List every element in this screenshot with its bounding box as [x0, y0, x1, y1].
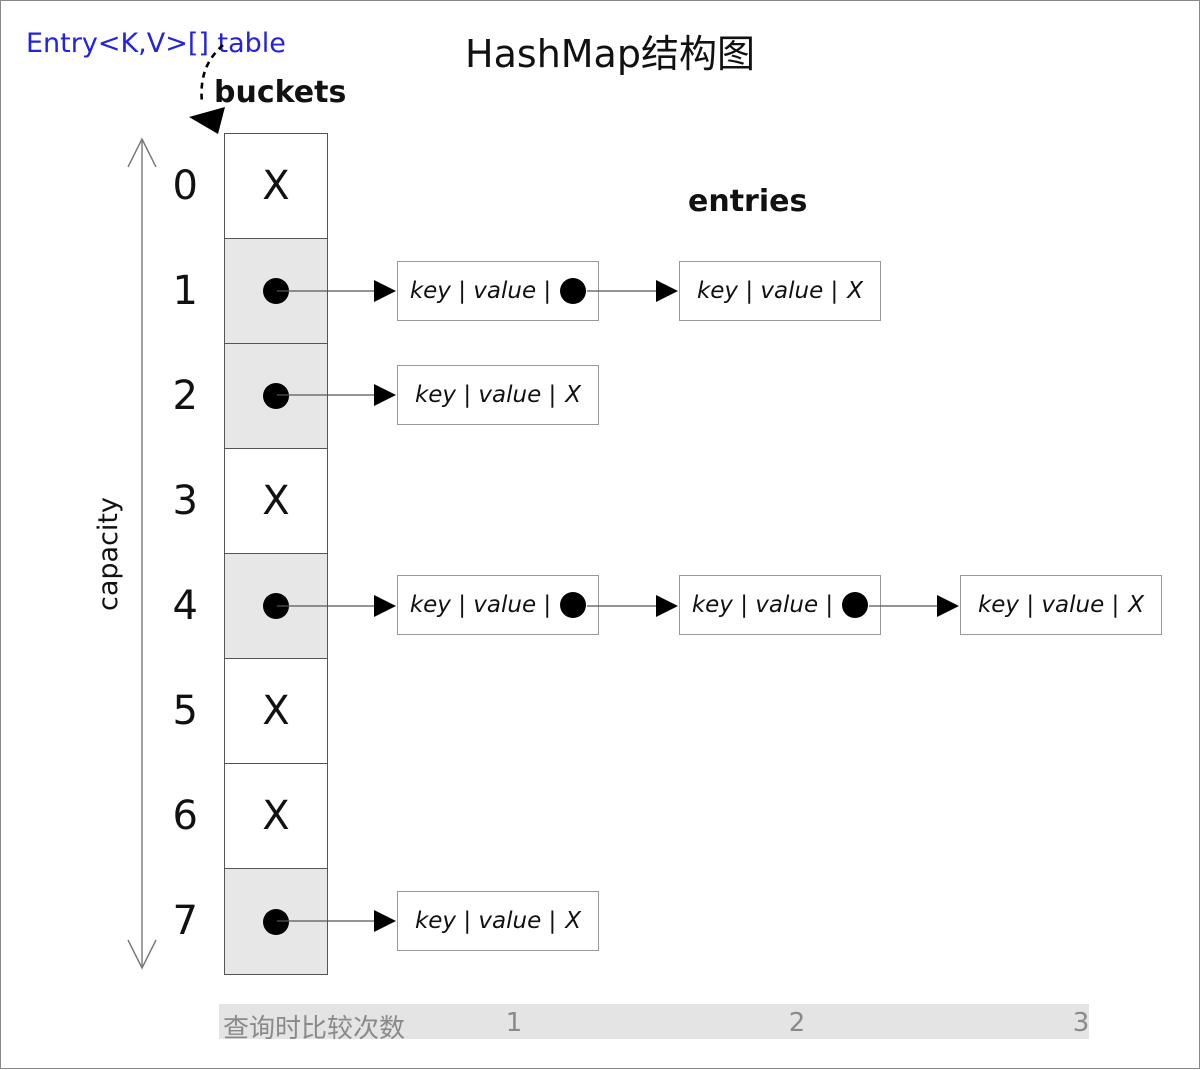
null-marker: X: [262, 793, 290, 839]
comparison-count-label: 查询时比较次数: [223, 1014, 406, 1044]
bucket-index-5: 5: [172, 687, 198, 734]
chain-arrow-b4-0: [587, 595, 678, 617]
bucket-index-7: 7: [172, 897, 198, 944]
entry-node-b4-2: key | value | X: [960, 575, 1162, 635]
null-next-marker: X: [1128, 592, 1145, 618]
bucket-array: X X X X: [224, 133, 328, 975]
bucket-cell-1: [225, 239, 327, 344]
bucket-index-1: 1: [172, 267, 198, 314]
entry-node-b1-0: key | value |: [397, 261, 599, 321]
entry-fields: key | value |: [691, 592, 834, 618]
buckets-label: buckets: [214, 75, 347, 110]
null-next-marker: X: [565, 908, 582, 934]
null-marker: X: [262, 163, 290, 209]
entry-node-b2-0: key | value | X: [397, 365, 599, 425]
bucket-cell-2: [225, 344, 327, 449]
bucket-index-0: 0: [172, 162, 198, 209]
table-type-label: Entry<K,V>[] table: [26, 28, 286, 59]
null-marker: X: [262, 478, 290, 524]
bucket-index-6: 6: [172, 792, 198, 839]
entry-node-b7-0: key | value | X: [397, 891, 599, 951]
entry-fields: key | value |: [977, 592, 1120, 618]
null-next-marker: X: [565, 382, 582, 408]
comparison-count-2: 2: [788, 1008, 806, 1038]
bucket-index-2: 2: [172, 372, 198, 419]
comparison-count-3: 3: [1072, 1008, 1090, 1038]
bucket-cell-7: [225, 869, 327, 974]
chain-arrow-b4-1: [869, 595, 959, 617]
entry-node-b4-1: key | value |: [679, 575, 881, 635]
entry-fields: key | value |: [409, 278, 552, 304]
entry-node-b1-1: key | value | X: [679, 261, 881, 321]
bucket-cell-6: X: [225, 764, 327, 869]
bucket-cell-4: [225, 554, 327, 659]
bucket-cell-0: X: [225, 134, 327, 239]
next-pointer-dot: [560, 278, 587, 304]
bucket-cell-5: X: [225, 659, 327, 764]
page-title: HashMap结构图: [465, 32, 755, 76]
bucket-pointer-dot: [263, 593, 289, 619]
entry-node-b4-0: key | value |: [397, 575, 599, 635]
entry-fields: key | value |: [409, 592, 552, 618]
comparison-count-bar: 查询时比较次数 1 2 3: [219, 1004, 1090, 1044]
chain-arrow-b1: [587, 280, 678, 302]
bucket-pointer-dot: [263, 908, 289, 935]
capacity-label: capacity: [93, 497, 124, 611]
null-marker: X: [262, 688, 290, 734]
entries-label: entries: [688, 184, 808, 219]
entry-fields: key | value |: [696, 278, 839, 304]
bucket-pointer-dot: [263, 278, 289, 304]
next-pointer-dot: [842, 592, 869, 618]
null-next-marker: X: [847, 278, 864, 304]
comparison-count-1: 1: [505, 1008, 523, 1038]
entry-fields: key | value |: [414, 908, 557, 934]
bucket-pointer-dot: [263, 383, 289, 409]
entry-fields: key | value |: [414, 382, 557, 408]
next-pointer-dot: [560, 592, 587, 618]
bucket-index-3: 3: [172, 477, 198, 524]
bucket-index-4: 4: [172, 582, 198, 629]
bucket-cell-3: X: [225, 449, 327, 554]
